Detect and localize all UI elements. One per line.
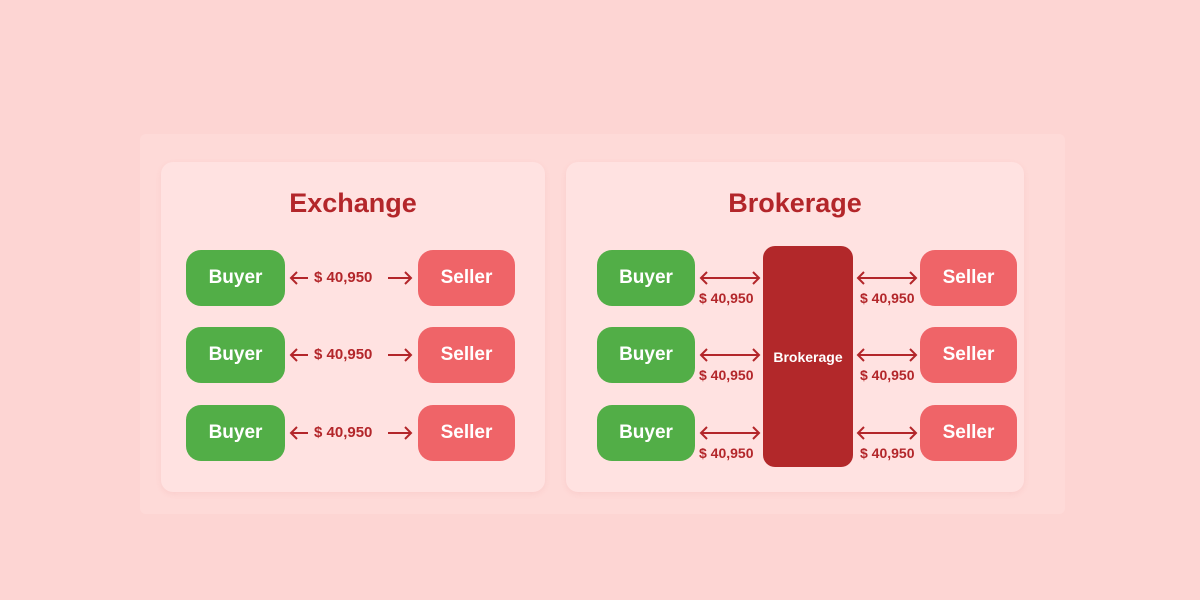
brokerage-seller-3: Seller [920,405,1017,461]
brokerage-intermediary: Brokerage [763,246,853,467]
arrow-right-icon [388,271,413,285]
exchange-buyer-2: Buyer [186,327,285,383]
double-arrow-icon [856,271,918,285]
brokerage-seller-price-3: $ 40,950 [860,445,915,461]
exchange-title: Exchange [289,188,417,218]
brokerage-buyer-price-2: $ 40,950 [699,367,754,383]
exchange-buyer-3: Buyer [186,405,285,461]
exchange-seller-3: Seller [418,405,515,461]
exchange-price-3: $ 40,950 [314,424,373,441]
arrow-left-icon [289,348,308,362]
exchange-seller-1: Seller [418,250,515,306]
arrow-left-icon [289,271,308,285]
brokerage-intermediary-label: Brokerage [773,348,843,365]
double-arrow-icon [699,348,761,362]
brokerage-seller-2: Seller [920,327,1017,383]
brokerage-buyer-price-1: $ 40,950 [699,290,754,306]
arrow-left-icon [289,426,308,440]
brokerage-title: Brokerage [728,188,862,218]
brokerage-buyer-3: Buyer [597,405,695,461]
brokerage-seller-price-1: $ 40,950 [860,290,915,306]
arrow-right-icon [388,348,413,362]
double-arrow-icon [856,348,918,362]
double-arrow-icon [699,271,761,285]
brokerage-seller-price-2: $ 40,950 [860,367,915,383]
brokerage-buyer-1: Buyer [597,250,695,306]
exchange-buyer-1: Buyer [186,250,285,306]
brokerage-seller-1: Seller [920,250,1017,306]
brokerage-buyer-2: Buyer [597,327,695,383]
exchange-price-1: $ 40,950 [314,269,373,286]
exchange-seller-2: Seller [418,327,515,383]
double-arrow-icon [856,426,918,440]
double-arrow-icon [699,426,761,440]
arrow-right-icon [388,426,413,440]
brokerage-buyer-price-3: $ 40,950 [699,445,754,461]
exchange-price-2: $ 40,950 [314,346,373,363]
